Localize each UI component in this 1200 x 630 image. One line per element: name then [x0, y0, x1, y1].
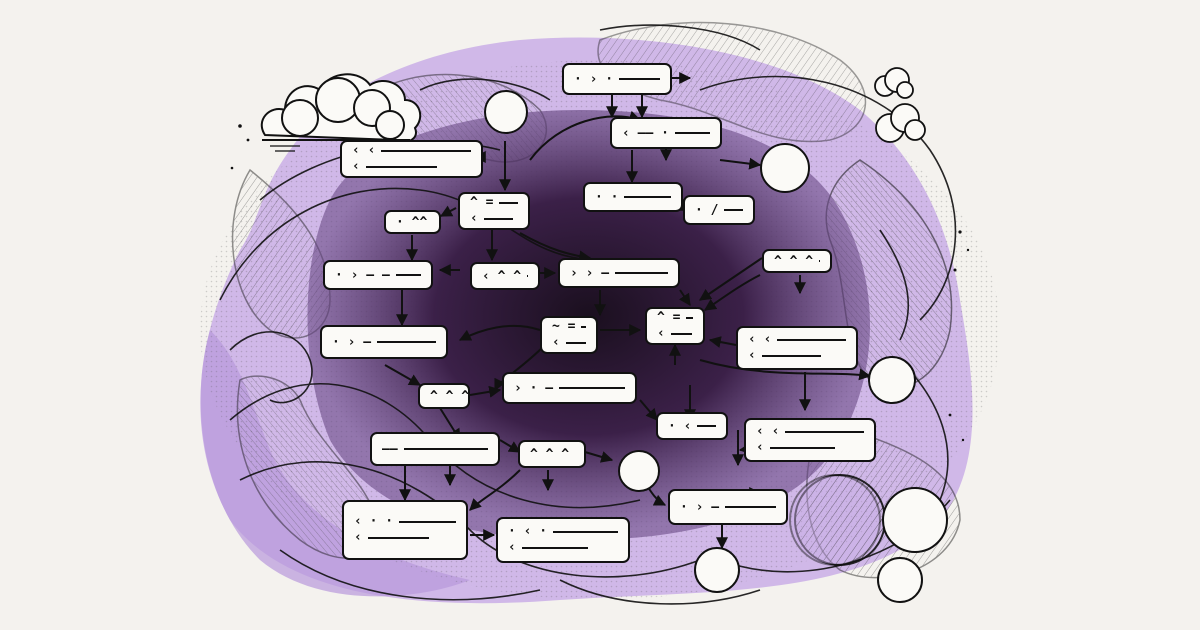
node-glyph: ~ = — [552, 319, 576, 334]
node-line — [785, 430, 864, 434]
diagram-node-2[interactable]: ‹ —— · — [610, 117, 722, 149]
node-glyph: ‹ ‹ — [748, 332, 772, 347]
node-line — [381, 149, 471, 153]
diagram-node-6[interactable]: · · — [583, 182, 683, 212]
node-line — [483, 217, 513, 221]
circle-node-5[interactable] — [694, 547, 740, 593]
node-line — [670, 332, 693, 336]
circle-node-2[interactable] — [760, 143, 810, 193]
node-glyph: · › — — [332, 334, 372, 350]
circle-node-3[interactable] — [868, 356, 916, 404]
diagram-node-8[interactable]: · › — — — [323, 260, 433, 290]
node-line — [819, 259, 820, 263]
node-glyph: ^ = — [470, 195, 494, 210]
node-glyph-secondary: ‹ — [508, 540, 516, 555]
node-glyph: · ^^ — [396, 214, 428, 230]
node-glyph: › › — — [570, 265, 610, 281]
node-line — [674, 131, 710, 135]
diagram-node-20[interactable]: —— — [370, 432, 500, 466]
cloud-left-shape — [260, 73, 422, 143]
node-glyph-secondary: ‹ — [352, 159, 360, 174]
node-glyph-secondary: ‹ — [354, 530, 362, 545]
node-glyph-secondary: ‹ — [552, 335, 560, 350]
node-glyph: ‹ ^ ^ — [482, 268, 522, 284]
node-glyph: —— — [382, 441, 398, 457]
node-line — [581, 325, 586, 329]
node-line — [559, 386, 625, 390]
diagram-node-11[interactable]: ^ ^ ^ — [762, 249, 832, 273]
node-glyph: · › — — [680, 499, 720, 515]
node-glyph: ^ = — [657, 310, 681, 325]
diagram-node-16[interactable]: ^ ^ ^ — [418, 383, 470, 409]
node-glyph: ‹ —— · — [622, 125, 669, 141]
diagram-node-18[interactable]: · ‹ — [656, 412, 728, 440]
node-line — [565, 341, 586, 345]
node-line — [777, 338, 846, 342]
node-line — [527, 274, 528, 278]
node-line — [686, 316, 693, 320]
diagram-node-5[interactable]: · ^^ — [384, 210, 441, 234]
node-line — [725, 505, 776, 509]
node-glyph: · / — [695, 202, 719, 218]
circle-node-4[interactable] — [618, 450, 660, 492]
node-line — [769, 446, 835, 450]
diagram-node-17[interactable]: › · — — [502, 372, 637, 404]
node-glyph-secondary: ‹ — [657, 326, 665, 341]
diagram-node-15[interactable]: ‹ ‹‹ — [736, 326, 858, 370]
node-line — [553, 530, 618, 534]
diagram-node-19[interactable]: ^ ^ ^ — [518, 440, 586, 468]
diagram-node-10[interactable]: › › — — [558, 258, 680, 288]
node-line — [697, 424, 716, 428]
diagram-node-4[interactable]: ^ =‹ — [458, 192, 530, 230]
diagram-node-24[interactable]: · › — — [668, 489, 788, 525]
node-line — [367, 536, 430, 540]
diagram-node-13[interactable]: ~ =‹ — [540, 316, 598, 354]
node-glyph-secondary: ‹ — [470, 211, 478, 226]
node-line — [395, 273, 421, 277]
node-line — [399, 520, 456, 524]
diagram-node-22[interactable]: ‹ · ·‹ — [342, 500, 468, 560]
cloud-right-shape — [874, 67, 926, 143]
node-line — [624, 195, 671, 199]
node-line — [377, 340, 436, 344]
node-glyph: · ‹ — [668, 418, 692, 434]
node-glyph: ‹ ‹ — [352, 143, 376, 158]
node-glyph: ^ ^ ^ — [430, 388, 470, 404]
diagram-node-7[interactable]: · / — [683, 195, 755, 225]
node-glyph: › · — — [514, 380, 554, 396]
circle-node-1[interactable] — [484, 90, 528, 134]
node-glyph: · › — — — [335, 267, 390, 283]
node-line — [499, 201, 518, 205]
node-line — [615, 271, 668, 275]
diagram-node-21[interactable]: ‹ ‹‹ — [744, 418, 876, 462]
node-glyph-secondary: ‹ — [748, 348, 756, 363]
node-line — [403, 447, 488, 451]
diagram-node-23[interactable]: · ‹ ·‹ — [496, 517, 630, 563]
node-glyph: ^ ^ ^ — [530, 446, 570, 462]
diagram-node-1[interactable]: · › · — [562, 63, 672, 95]
node-line — [724, 208, 743, 212]
node-glyph: ^ ^ ^ — [774, 253, 814, 269]
node-glyph: · › · — [574, 71, 614, 87]
node-glyph: ‹ · · — [354, 514, 394, 529]
node-glyph-secondary: ‹ — [756, 440, 764, 455]
node-glyph: · ‹ · — [508, 524, 548, 539]
node-line — [619, 77, 660, 81]
diagram-node-14[interactable]: ^ =‹ — [645, 307, 705, 345]
node-line — [365, 165, 438, 169]
node-glyph: ‹ ‹ — [756, 424, 780, 439]
diagram-node-3[interactable]: ‹ ‹‹ — [340, 140, 483, 178]
diagram-node-9[interactable]: ‹ ^ ^ — [470, 262, 540, 290]
node-line — [761, 354, 821, 358]
diagram-node-12[interactable]: · › — — [320, 325, 448, 359]
node-line — [521, 546, 588, 550]
node-glyph: · · — [595, 189, 619, 205]
